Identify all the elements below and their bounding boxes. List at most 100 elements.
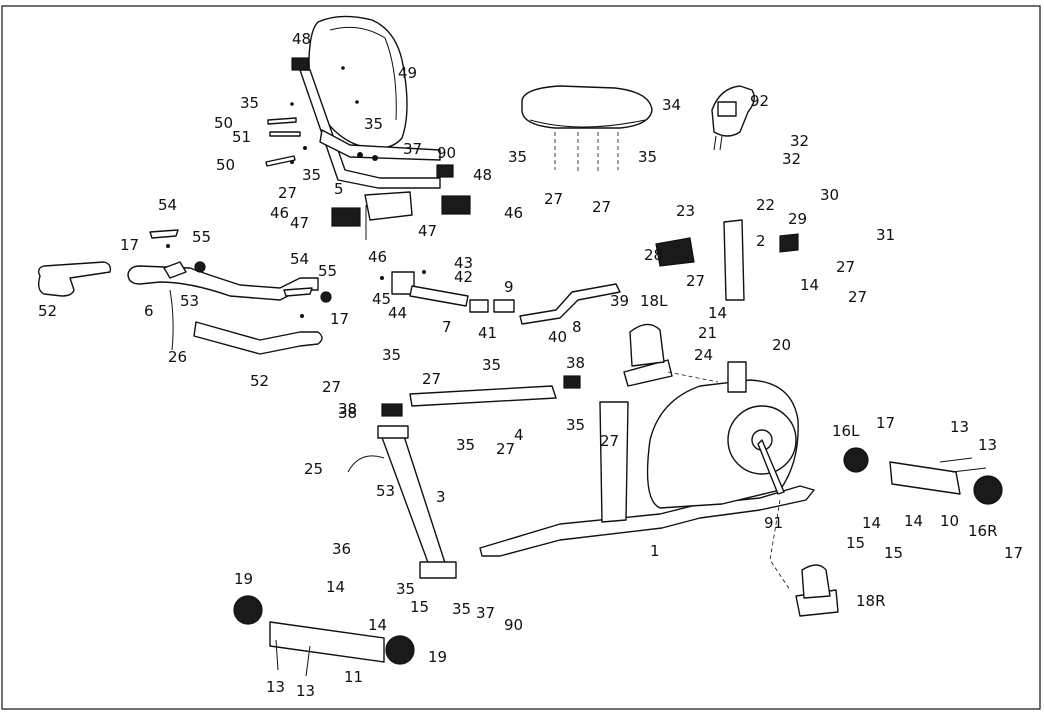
part-number-label: 30 xyxy=(820,186,839,204)
pedal-strap-18R xyxy=(801,564,831,599)
part-number-label: 40 xyxy=(548,328,567,346)
bolt-50-bottom xyxy=(265,155,296,167)
part-number-label: 3 xyxy=(436,488,446,506)
bracket-29 xyxy=(779,233,799,253)
console-mast xyxy=(727,361,747,393)
part-number-label: 54 xyxy=(290,250,309,268)
part-number-label: 39 xyxy=(610,292,629,310)
part-number-label: 22 xyxy=(756,196,775,214)
part-number-label: 17 xyxy=(1004,544,1023,562)
part-number-label: 45 xyxy=(372,290,391,308)
handlebar-assembly xyxy=(37,229,332,355)
console-screen xyxy=(717,101,737,117)
part-number-label: 46 xyxy=(270,204,289,222)
part-number-label: 90 xyxy=(437,144,456,162)
part-number-label: 27 xyxy=(422,370,441,388)
seat-post-tube xyxy=(599,401,629,523)
lever-8 xyxy=(519,283,621,325)
washer-dot xyxy=(355,100,359,104)
backrest-cushion-edge xyxy=(329,26,397,121)
handlebar-grip-52-top xyxy=(37,261,112,297)
bolt-50-top xyxy=(267,117,297,125)
part-number-label: 55 xyxy=(318,262,337,280)
part-number-label: 27 xyxy=(686,272,705,290)
part-number-label: 18R xyxy=(856,592,886,610)
part-number-label: 44 xyxy=(388,304,407,322)
part-number-label: 36 xyxy=(332,540,351,558)
part-number-label: 37 xyxy=(476,604,495,622)
tension-knob-28 xyxy=(655,237,695,267)
washer-dot xyxy=(303,146,307,150)
part-number-label: 38 xyxy=(338,404,357,422)
seat-rail-4 xyxy=(409,385,557,407)
part-number-label: 16R xyxy=(968,522,998,540)
part-number-label: 20 xyxy=(772,336,791,354)
part-number-label: 35 xyxy=(382,346,401,364)
part-number-label: 26 xyxy=(168,348,187,366)
part-number-label: 13 xyxy=(266,678,285,696)
part-number-label: 5 xyxy=(334,180,344,198)
clip-54-left xyxy=(149,229,179,239)
washer-dot xyxy=(357,152,363,158)
stabilizer-tube-10 xyxy=(889,461,961,495)
crank-arm xyxy=(757,439,785,495)
cable-25 xyxy=(347,455,385,473)
seat-base xyxy=(529,119,646,128)
part-number-label: 41 xyxy=(478,324,497,342)
part-number-label: 4 xyxy=(514,426,524,444)
end-cap-16R xyxy=(973,475,1003,505)
bracket-41 xyxy=(493,299,515,313)
part-number-label: 14 xyxy=(326,578,345,596)
part-number-label: 28 xyxy=(644,246,663,264)
part-number-label: 21 xyxy=(698,324,717,342)
part-number-label: 19 xyxy=(428,648,447,666)
part-number-label: 10 xyxy=(940,512,959,530)
part-number-label: 27 xyxy=(836,258,855,276)
upright-post-2 xyxy=(723,219,745,301)
stabilizer-tube-11 xyxy=(269,621,385,663)
washer-dot xyxy=(422,270,426,274)
backrest-assembly xyxy=(265,15,471,240)
part-number-label: 91 xyxy=(764,514,783,532)
part-number-label: 38 xyxy=(566,354,585,372)
part-number-label: 24 xyxy=(694,346,713,364)
part-number-label: 90 xyxy=(504,616,523,634)
part-number-label: 23 xyxy=(676,202,695,220)
part-number-label: 35 xyxy=(456,436,475,454)
part-number-label: 17 xyxy=(120,236,139,254)
part-number-label: 55 xyxy=(192,228,211,246)
part-number-label: 27 xyxy=(592,198,611,216)
wire-26 xyxy=(169,289,174,351)
seat-bracket xyxy=(364,191,413,221)
handlebar-post xyxy=(163,261,187,279)
front-stabilizer xyxy=(233,595,415,677)
part-number-label: 27 xyxy=(544,190,563,208)
part-number-label: 32 xyxy=(790,132,809,150)
part-number-label: 43 xyxy=(454,254,473,272)
part-number-label: 25 xyxy=(304,460,323,478)
part-number-label: 1 xyxy=(650,542,660,560)
part-number-label: 48 xyxy=(292,30,311,48)
bolt-13 xyxy=(305,645,311,677)
part-number-label: 2 xyxy=(756,232,766,250)
part-number-label: 51 xyxy=(232,128,251,146)
end-cap-19-left xyxy=(233,595,263,625)
washer-dot xyxy=(166,244,170,248)
part-number-label: 9 xyxy=(504,278,514,296)
clamp-38-bottom xyxy=(419,561,457,579)
part-number-label: 14 xyxy=(708,304,727,322)
clamp-38-top xyxy=(377,425,409,439)
part-number-label: 27 xyxy=(496,440,515,458)
bolt-51 xyxy=(269,131,301,137)
seat-cushion xyxy=(521,85,653,129)
part-number-label: 49 xyxy=(398,64,417,82)
part-number-label: 16L xyxy=(832,422,860,440)
part-number-label: 32 xyxy=(782,150,801,168)
part-number-label: 54 xyxy=(158,196,177,214)
cap-38-rail xyxy=(563,375,581,389)
part-number-label: 35 xyxy=(638,148,657,166)
part-number-label: 46 xyxy=(368,248,387,266)
handlebar-grip-52-bottom xyxy=(193,321,323,355)
